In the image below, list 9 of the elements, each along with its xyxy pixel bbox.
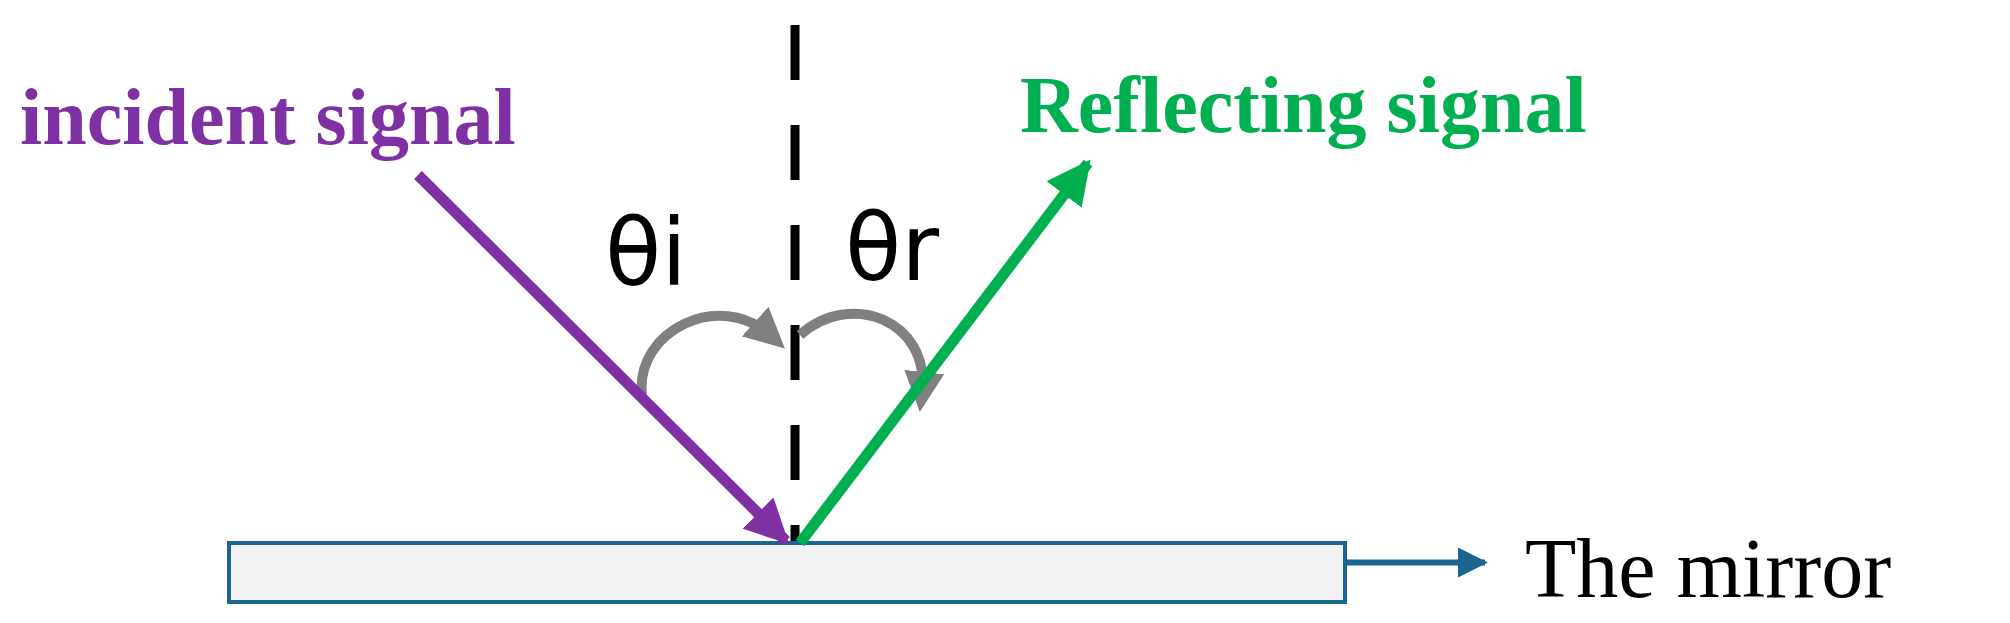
arrow	[1347, 547, 1488, 578]
angle-label: θr	[845, 195, 940, 302]
mirror-bar	[227, 541, 1347, 604]
mirror-label: The mirror	[1525, 520, 1892, 617]
signal-label: incident signal	[20, 72, 516, 163]
signal-label: Reflecting signal	[1020, 60, 1587, 151]
angle-label: θi	[605, 200, 687, 307]
arrow	[414, 171, 790, 545]
arrow	[795, 159, 1093, 547]
